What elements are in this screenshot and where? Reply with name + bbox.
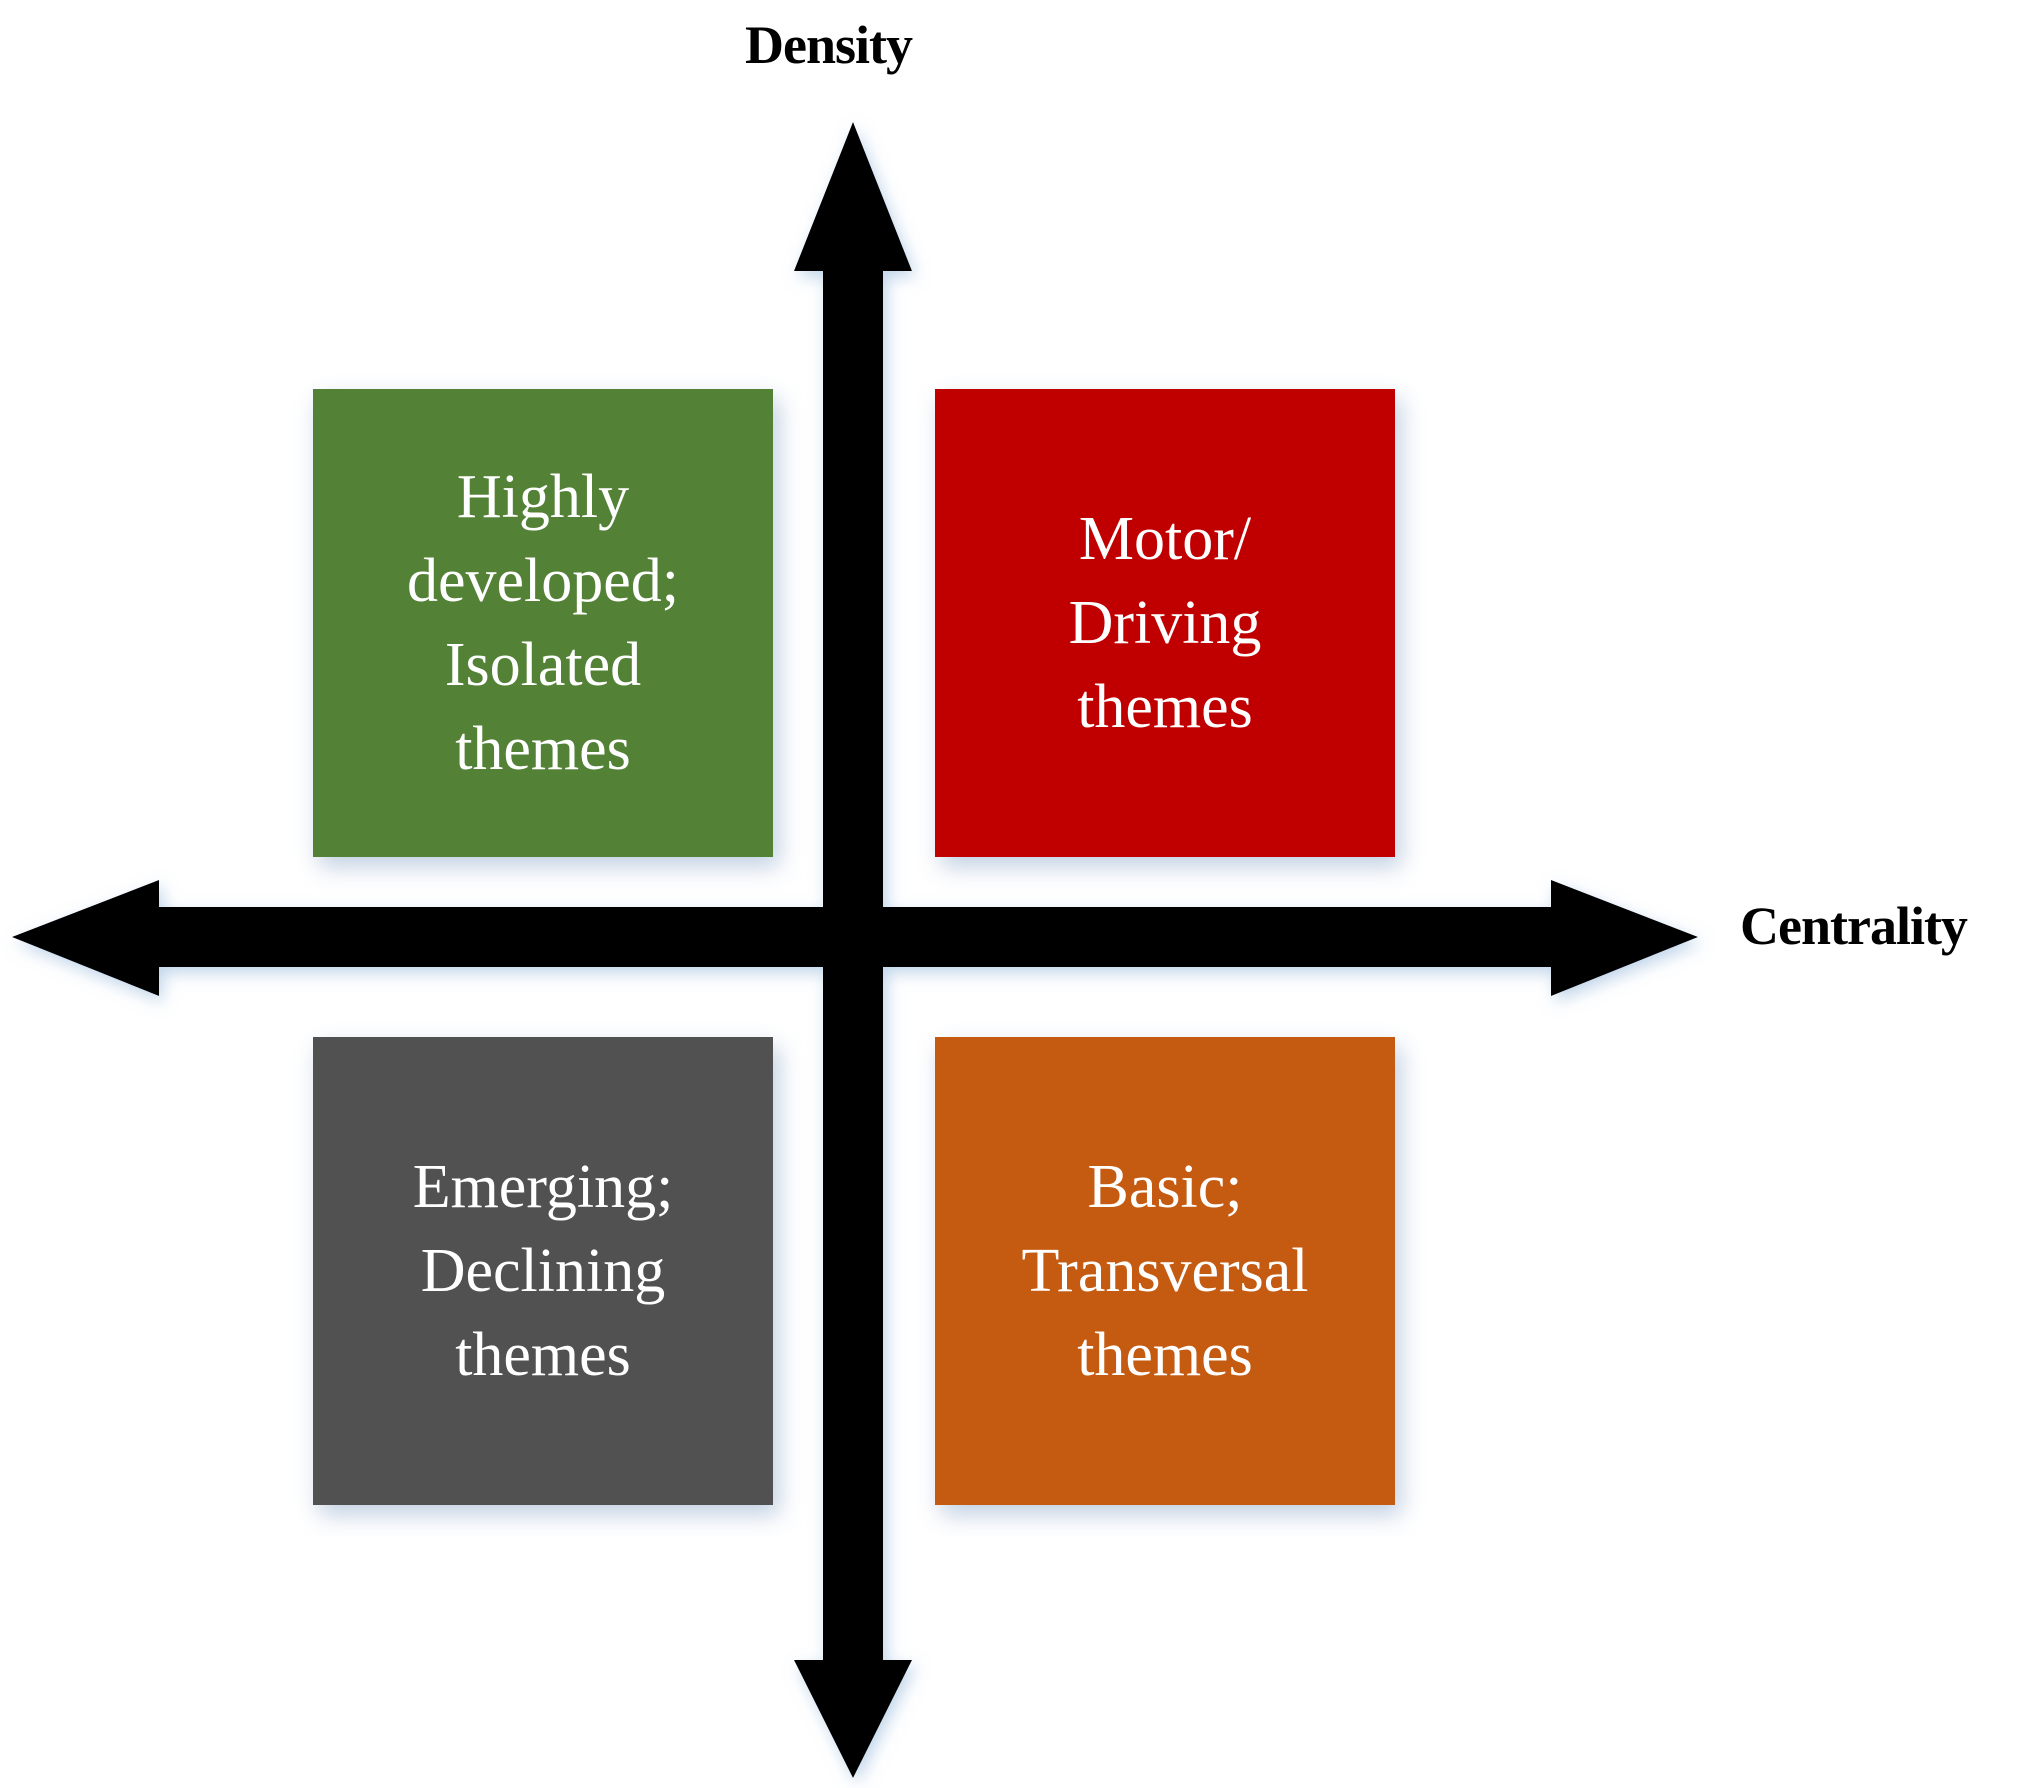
quadrant-text-line: themes: [455, 715, 631, 783]
quadrant-text-line: themes: [1077, 673, 1253, 741]
quadrant-text-line: Isolated: [444, 631, 642, 699]
quadrant-text-line: Motor/: [1078, 505, 1252, 573]
quadrant-text-line: Declining: [420, 1237, 666, 1305]
quadrant-text-line: developed;: [406, 547, 679, 615]
quadrant-text-line: Highly: [456, 463, 630, 531]
centrality-axis-label: Centrality: [1740, 896, 1968, 956]
quadrant-text-line: Basic;: [1087, 1153, 1243, 1221]
quadrant-highly-developed-isolated: Highly developed; Isolated themes: [313, 389, 773, 857]
density-axis-label: Density: [745, 15, 913, 75]
quadrant-text-line: themes: [1077, 1321, 1253, 1389]
quadrant-text-line: Driving: [1068, 589, 1262, 657]
quadrant-emerging-declining: Emerging; Declining themes: [313, 1037, 773, 1505]
quadrant-text-line: Emerging;: [412, 1153, 674, 1221]
horizontal-axis-arrow: [12, 880, 1698, 996]
quadrant-text-line: themes: [455, 1321, 631, 1389]
quadrant-motor-driving: Motor/ Driving themes: [935, 389, 1395, 857]
quadrant-text-line: Transversal: [1021, 1237, 1309, 1305]
quadrant-basic-transversal: Basic; Transversal themes: [935, 1037, 1395, 1505]
